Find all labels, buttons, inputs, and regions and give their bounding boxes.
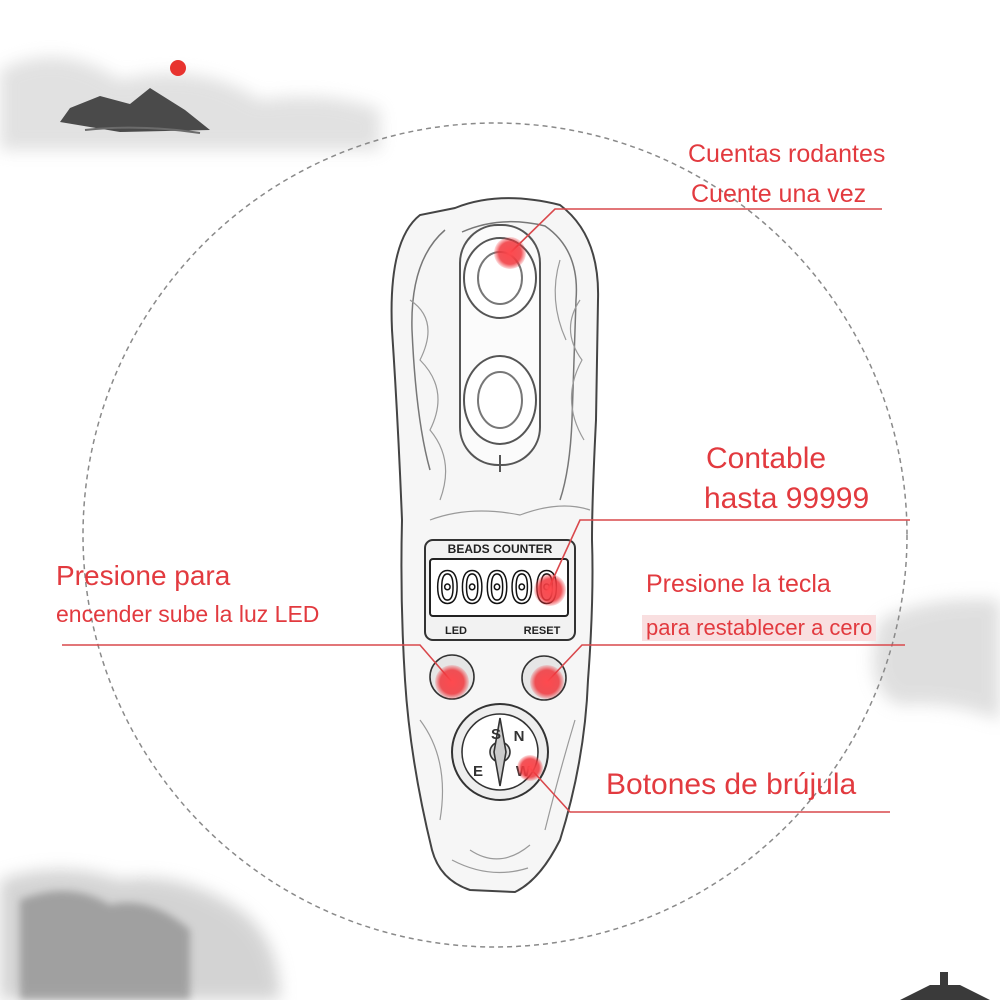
leader-reset [546, 644, 905, 683]
marker-display [534, 574, 566, 606]
leader-led [62, 644, 453, 683]
marker-rolling-beads [494, 237, 526, 269]
marker-compass [517, 755, 543, 781]
callout-countable-line1: Contable [706, 442, 827, 475]
ink-mountains [0, 57, 1000, 1000]
callout-compass: Botones de brújula [606, 768, 857, 801]
device-header-label: BEADS COUNTER [448, 542, 553, 556]
compass-letter-s: S [491, 726, 501, 743]
leader-countable [547, 519, 910, 591]
marker-reset-button [530, 665, 564, 699]
callout-reset-line2: para restablecer a cero [642, 615, 877, 641]
reset-label: RESET [524, 625, 561, 637]
callout-led-line1: Presione para [56, 560, 231, 591]
leader-rolling-beads [509, 208, 882, 254]
callout-reset-line1: Presione la tecla [646, 570, 831, 598]
callout-countable-line2: hasta 99999 [704, 482, 870, 515]
compass-letter-e: E [473, 763, 483, 780]
bead-counter-device [390, 197, 600, 894]
callout-rolling-beads-sub: Cuente una vez [691, 180, 867, 208]
red-sun-dot [170, 60, 186, 76]
compass-letter-n: N [514, 728, 525, 745]
callout-rolling-beads-title: Cuentas rodantes [688, 140, 886, 168]
led-label: LED [445, 625, 467, 637]
leader-compass [529, 767, 890, 813]
callout-led-line2: encender sube la luz LED [56, 601, 320, 627]
marker-led-button [435, 665, 469, 699]
red-markers [435, 237, 566, 781]
dashed-circle-frame [82, 122, 908, 948]
